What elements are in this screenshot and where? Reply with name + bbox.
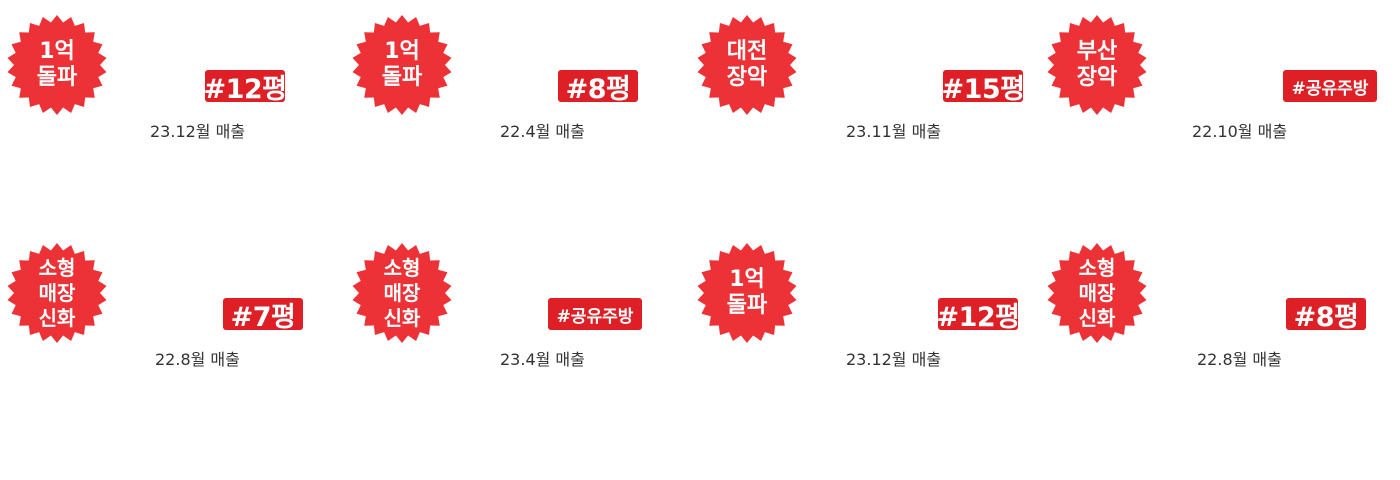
sales-card: 대전 장악 #15평 23.11월 매출	[690, 0, 1035, 150]
starburst-icon	[1047, 15, 1147, 115]
starburst-icon	[7, 243, 107, 343]
sales-caption: 23.12월 매출	[150, 122, 246, 141]
badge-line: 돌파	[381, 65, 423, 90]
badge-line: 신화	[38, 305, 76, 330]
sales-caption: 22.8월 매출	[155, 350, 240, 369]
size-tag: #12평	[936, 298, 1020, 333]
badge-line: 소형	[38, 255, 76, 280]
badge-line: 1억	[384, 38, 420, 64]
badge-line: 장악	[1076, 65, 1118, 90]
starburst-badge: 1억 돌파	[6, 14, 108, 116]
size-tag: #8평	[1286, 298, 1366, 333]
sales-card: 소형 매장 신화 #8평 22.8월 매출	[1040, 228, 1385, 378]
badge-line: 돌파	[726, 293, 768, 318]
size-tag: #15평	[941, 70, 1025, 105]
starburst-icon	[1047, 243, 1147, 343]
badge-line: 신화	[1078, 305, 1116, 330]
starburst-badge: 소형 매장 신화	[351, 242, 453, 344]
sales-caption: 23.4월 매출	[500, 350, 585, 369]
starburst-icon	[352, 243, 452, 343]
starburst-badge: 부산 장악	[1046, 14, 1148, 116]
size-tag: #12평	[203, 70, 287, 105]
starburst-badge: 대전 장악	[696, 14, 798, 116]
badge-line: 부산	[1076, 38, 1118, 64]
sales-caption: 22.8월 매출	[1197, 350, 1282, 369]
badge-line: 신화	[383, 305, 421, 330]
starburst-icon	[697, 243, 797, 343]
starburst-icon	[7, 15, 107, 115]
badge-line: 대전	[726, 38, 768, 64]
sales-caption: 22.4월 매출	[500, 122, 585, 141]
sales-card: 1억 돌파 #8평 22.4월 매출	[345, 0, 690, 150]
sales-caption: 23.12월 매출	[846, 350, 942, 369]
badge-line: 매장	[38, 280, 76, 305]
sales-card: 소형 매장 신화 #7평 22.8월 매출	[0, 228, 345, 378]
size-tag: #7평	[223, 298, 303, 333]
badge-line: 소형	[1078, 255, 1116, 280]
starburst-badge: 소형 매장 신화	[1046, 242, 1148, 344]
sales-caption: 22.10월 매출	[1192, 122, 1288, 141]
starburst-badge: 1억 돌파	[351, 14, 453, 116]
size-tag: #8평	[558, 70, 638, 105]
size-tag: #공유주방	[548, 298, 642, 330]
badge-line: 1억	[729, 266, 765, 292]
badge-line: 매장	[383, 280, 421, 305]
badge-line: 소형	[383, 255, 421, 280]
starburst-icon	[697, 15, 797, 115]
badge-line: 돌파	[36, 65, 78, 90]
sales-card: 부산 장악 #공유주방 22.10월 매출	[1040, 0, 1385, 150]
starburst-badge: 1억 돌파	[696, 242, 798, 344]
sales-card: 소형 매장 신화 #공유주방 23.4월 매출	[345, 228, 690, 378]
badge-line: 매장	[1078, 280, 1116, 305]
starburst-badge: 소형 매장 신화	[6, 242, 108, 344]
badge-line: 1억	[39, 38, 75, 64]
sales-card: 1억 돌파 #12평 23.12월 매출	[690, 228, 1035, 378]
starburst-icon	[352, 15, 452, 115]
size-tag: #공유주방	[1283, 70, 1377, 102]
sales-card: 1억 돌파 #12평 23.12월 매출	[0, 0, 345, 150]
sales-caption: 23.11월 매출	[846, 122, 942, 141]
badge-line: 장악	[726, 65, 768, 90]
